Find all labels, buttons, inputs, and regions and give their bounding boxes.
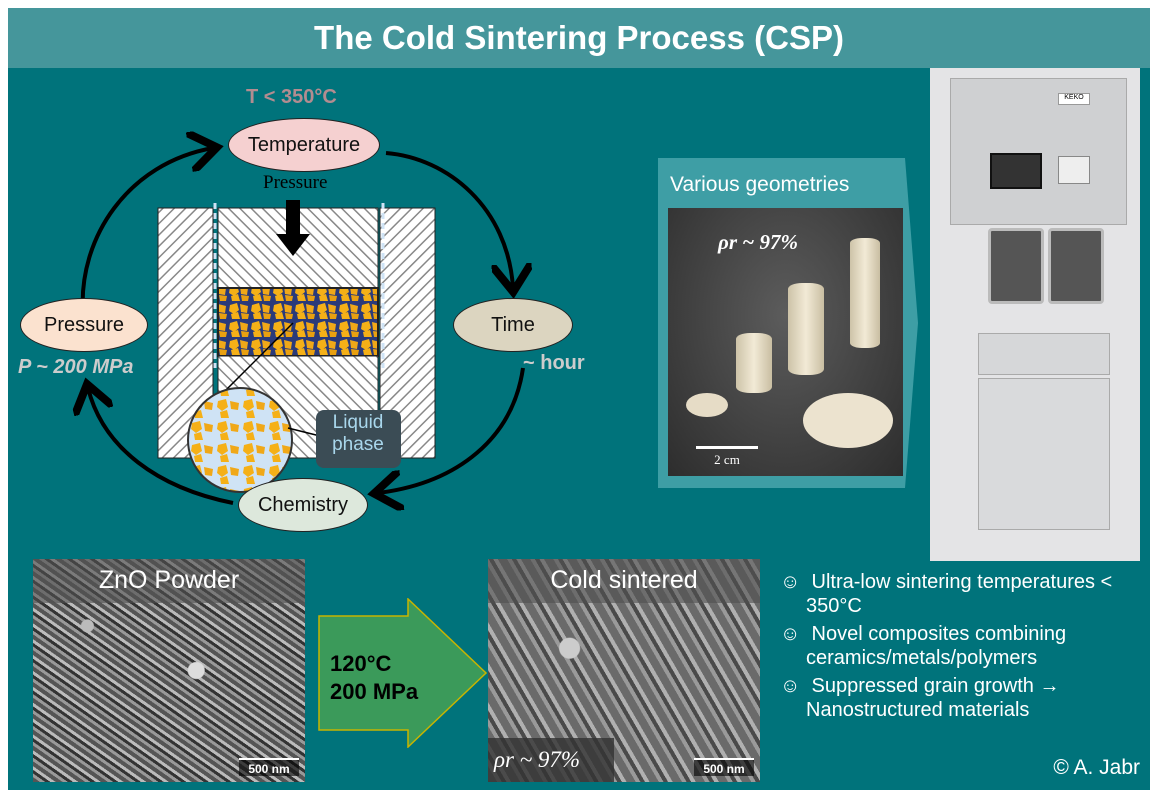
slide: The Cold Sintering Process (CSP) T < 350… bbox=[8, 8, 1150, 790]
machine-badge: KEKO bbox=[1058, 93, 1090, 105]
benefit-text: Suppressed grain growth → Nanostructured… bbox=[806, 675, 1060, 721]
sintered-title: Cold sintered bbox=[488, 559, 760, 603]
geometries-scale-bar: 2 cm bbox=[696, 446, 758, 468]
benefit-text: Novel composites combining ceramics/meta… bbox=[806, 623, 1067, 669]
liquid-phase-box bbox=[316, 410, 401, 468]
powder-title: ZnO Powder bbox=[33, 559, 305, 603]
process-arrow bbox=[318, 598, 488, 748]
die-pressure-label: Pressure bbox=[263, 172, 328, 193]
smiley-icon: ☺ bbox=[780, 571, 801, 593]
powder-compact bbox=[217, 287, 379, 357]
chemistry-node: Chemistry bbox=[238, 478, 368, 532]
copyright: © A. Jabr bbox=[1053, 756, 1140, 779]
cycle-arrow bbox=[378, 367, 525, 493]
cycle-arrow bbox=[385, 151, 513, 288]
list-item: ☺ Ultra-low sintering temperatures < 350… bbox=[780, 570, 1140, 618]
smiley-icon: ☺ bbox=[780, 623, 801, 645]
benefit-text: Ultra-low sintering temperatures < 350°C bbox=[806, 571, 1113, 617]
cold-sintered-sem-image: Cold sintered ρr ~ 97% 500 nm bbox=[488, 559, 760, 782]
cycle-arrow bbox=[88, 388, 234, 505]
list-item: ☺ Novel composites combining ceramics/me… bbox=[780, 622, 1140, 670]
page-title: The Cold Sintering Process (CSP) bbox=[8, 8, 1150, 68]
powder-scale-bar: 500 nm bbox=[239, 758, 299, 776]
time-node: Time bbox=[453, 298, 573, 352]
magnified-grains bbox=[187, 387, 293, 493]
process-pressure: 200 MPa bbox=[330, 679, 419, 704]
list-item: ☺ Suppressed grain growth → Nanostructur… bbox=[780, 674, 1140, 722]
pressure-arrow bbox=[286, 200, 300, 236]
temperature-condition: T < 350°C bbox=[246, 86, 337, 108]
liquid-phase-label: Liquid phase bbox=[332, 412, 384, 455]
csp-cycle-diagram bbox=[8, 68, 648, 568]
temperature-node: Temperature bbox=[228, 118, 380, 172]
geometries-photo: ρr ~ 97% 2 cm bbox=[668, 208, 903, 476]
cycle-arrow bbox=[80, 148, 213, 314]
time-condition: ~ hour bbox=[523, 352, 585, 374]
process-temperature: 120°C bbox=[330, 651, 392, 676]
benefits-list: ☺ Ultra-low sintering temperatures < 350… bbox=[780, 570, 1140, 726]
pressure-condition: P ~ 200 MPa bbox=[18, 356, 134, 378]
geometries-density: ρr ~ 97% bbox=[718, 230, 798, 254]
process-conditions: 120°C 200 MPa bbox=[330, 650, 418, 706]
zno-powder-sem-image: ZnO Powder 500 nm bbox=[33, 559, 305, 782]
sintered-density: ρr ~ 97% bbox=[488, 738, 614, 782]
sintered-scale-bar: 500 nm bbox=[694, 758, 754, 776]
pressure-node: Pressure bbox=[20, 298, 148, 352]
csp-press-photo: KEKO bbox=[930, 68, 1140, 561]
smiley-icon: ☺ bbox=[780, 675, 801, 697]
geometries-title: Various geometries bbox=[670, 173, 850, 196]
